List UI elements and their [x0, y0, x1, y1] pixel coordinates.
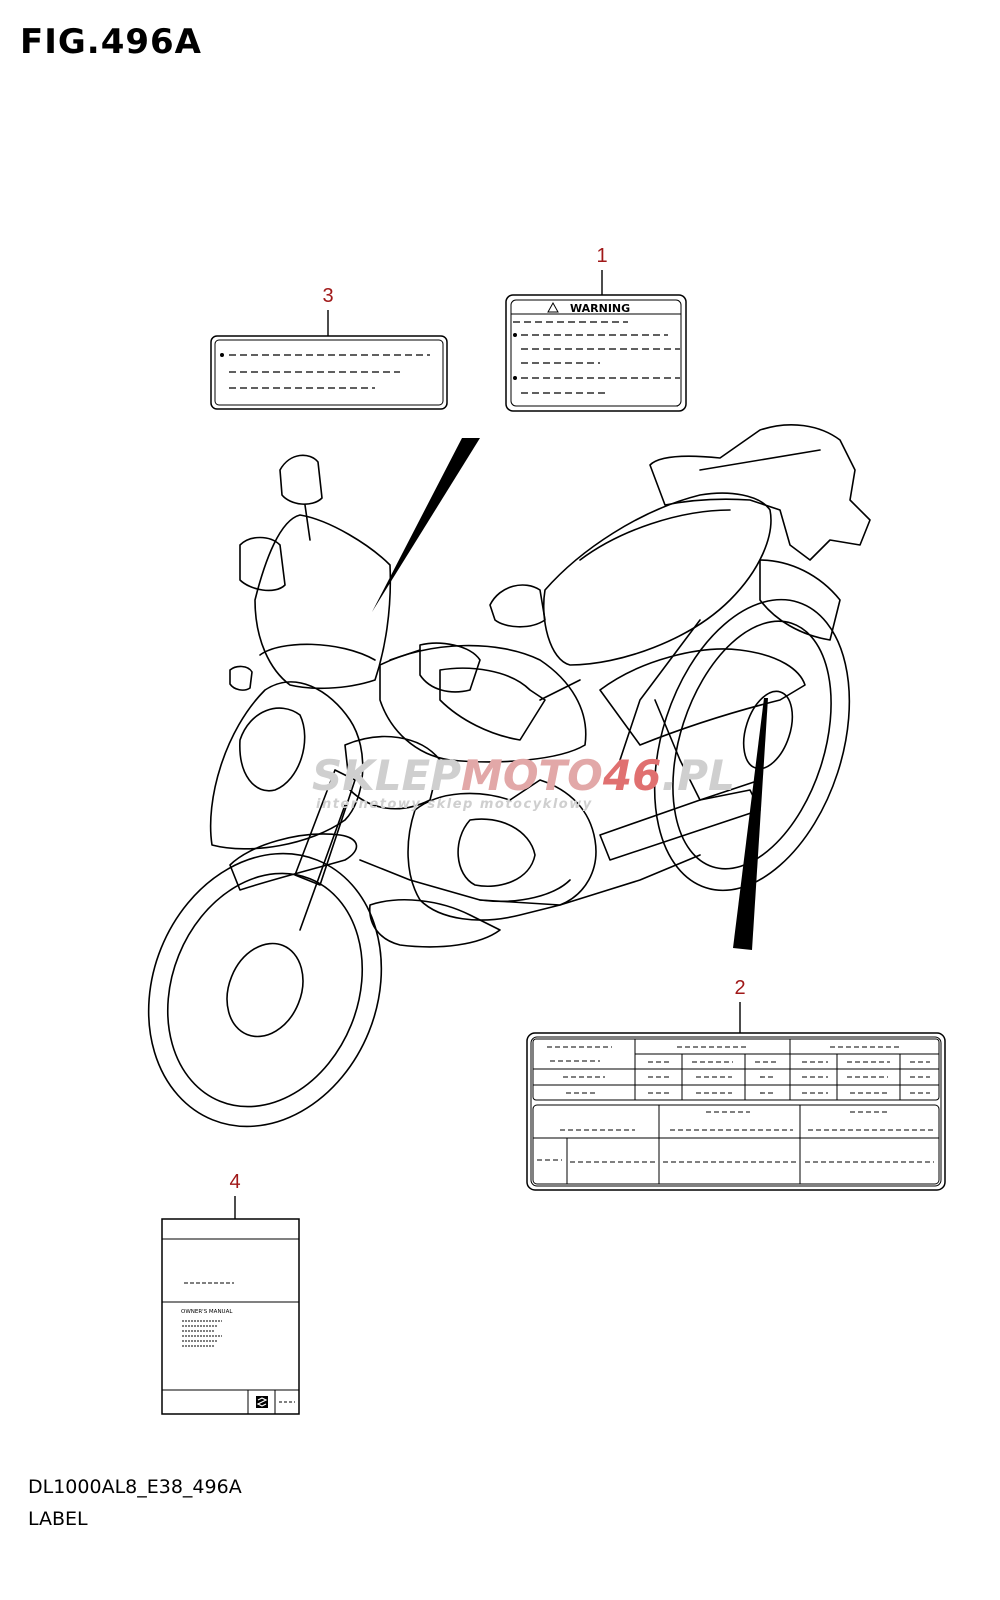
- owners-manual-booklet[interactable]: OWNER'S MANUAL: [161, 1218, 300, 1415]
- pointer-wedge-label-1: [372, 438, 480, 612]
- watermark-brand-a: SKLEP: [312, 751, 461, 800]
- label-3[interactable]: [210, 335, 448, 410]
- watermark: SKLEPMOTO46.PL internetowy sklep motocyk…: [312, 751, 735, 812]
- watermark-brand-c: 46: [602, 751, 661, 800]
- callout-3: 3: [322, 285, 334, 336]
- motorcycle-outline: [147, 424, 871, 1128]
- callout-number-1: 1: [596, 245, 607, 267]
- callout-2: 2: [734, 977, 746, 1033]
- figure-code: DL1000AL8_E38_496A: [28, 1476, 242, 1498]
- label-1-warning[interactable]: WARNING: [505, 294, 687, 412]
- callout-number-4: 4: [229, 1171, 240, 1193]
- callout-4: 4: [229, 1171, 241, 1219]
- warning-heading: WARNING: [570, 302, 630, 315]
- callout-1: 1: [596, 245, 608, 295]
- suzuki-logo-icon: [256, 1396, 268, 1408]
- callout-number-3: 3: [322, 285, 333, 307]
- figure-title: FIG.496A: [20, 22, 202, 62]
- figure-name: LABEL: [28, 1508, 88, 1530]
- watermark-brand-b: MOTO: [461, 751, 603, 800]
- watermark-tagline: internetowy sklep motocyklowy: [316, 797, 593, 812]
- label-2-specification-table[interactable]: [526, 1032, 946, 1191]
- svg-text:SKLEPMOTO46.PL: SKLEPMOTO46.PL: [312, 751, 735, 800]
- callout-number-2: 2: [734, 977, 745, 999]
- pointer-wedge-label-2: [733, 698, 768, 950]
- watermark-brand-d: .PL: [661, 751, 735, 800]
- warning-triangle-icon: [547, 301, 559, 313]
- owners-manual-title: OWNER'S MANUAL: [181, 1309, 233, 1315]
